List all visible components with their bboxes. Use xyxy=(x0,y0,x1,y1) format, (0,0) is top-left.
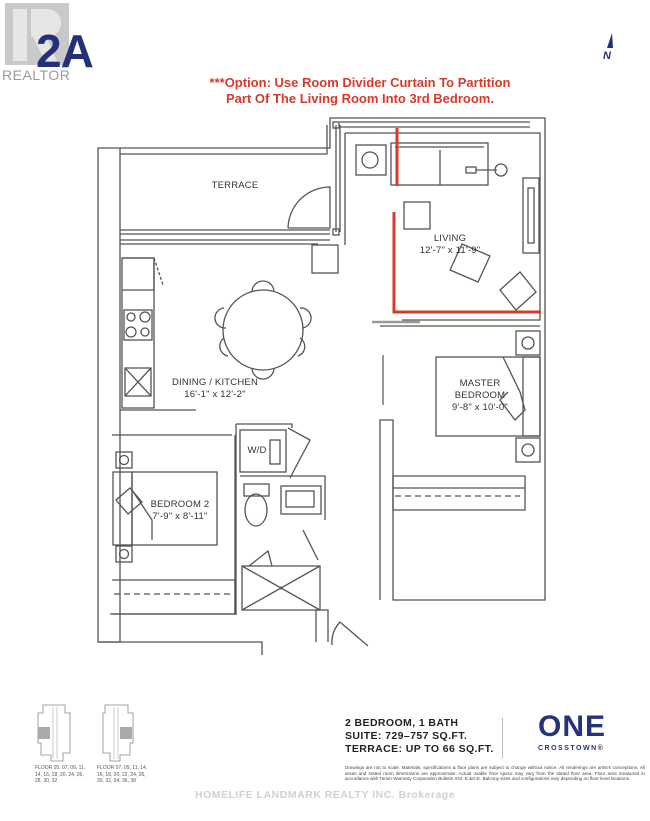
disclaimer: Drawings are not to scale. Materials, sp… xyxy=(345,765,645,781)
realtor-logo-text: REALTOR xyxy=(2,67,71,83)
option-note-line2: Part Of The Living Room Into 3rd Bedroom… xyxy=(226,91,494,106)
brokerage-watermark: HOMELIFE LANDMARK REALTY INC. Brokerage xyxy=(195,789,456,801)
room-label-bedroom-2: BEDROOM 2 7'-9" x 8'-11" xyxy=(140,499,220,523)
room-label-dining-kitchen: DINING / KITCHEN 16'-1" x 12'-2" xyxy=(160,377,270,401)
key-plan-2-icon xyxy=(102,704,134,762)
outer-wall-west xyxy=(97,147,121,643)
room-label-living: LIVING 12'-7" x 11'-9" xyxy=(400,233,500,257)
master-bedroom-name-1: MASTER xyxy=(459,378,501,389)
key-plan-2 xyxy=(100,703,140,763)
room-label-laundry: W/D xyxy=(247,445,267,456)
key-plan-1-caption: FLOOR 05, 07, 09, 11, 14, 16, 18, 20, 24… xyxy=(35,765,86,784)
summary-suite-area: SUITE: 729–757 SQ.FT. xyxy=(345,730,468,742)
key-plan-1-icon xyxy=(37,704,71,762)
summary-bed-bath: 2 BEDROOM, 1 BATH xyxy=(345,717,459,729)
realtor-logo: REALTOR xyxy=(0,0,70,85)
dining-kitchen-dims: 16'-1" x 12'-2" xyxy=(184,389,246,400)
brand-logo-one: ONE xyxy=(538,710,607,743)
unit-summary: 2 BEDROOM, 1 BATH SUITE: 729–757 SQ.FT. … xyxy=(345,717,494,756)
living-name: LIVING xyxy=(433,233,467,244)
room-label-terrace: TERRACE xyxy=(211,180,259,191)
option-note-line1: ***Option: Use Room Divider Curtain To P… xyxy=(209,75,511,90)
dining-kitchen-name: DINING / KITCHEN xyxy=(171,377,259,388)
master-bedroom-name-2: BEDROOM xyxy=(454,390,506,401)
north-arrow-icon xyxy=(607,33,613,48)
summary-divider xyxy=(502,718,503,758)
bedroom2-dims: 7'-9" x 8'-11" xyxy=(152,511,208,522)
unit-code: 2A xyxy=(36,25,94,77)
divider-curtain-line xyxy=(392,128,541,314)
master-bedroom-dims: 9'-8" x 10'-0" xyxy=(452,402,508,413)
summary-terrace-area: TERRACE: UP TO 66 SQ.FT. xyxy=(345,743,494,755)
living-dims: 12'-7" x 11'-9" xyxy=(419,245,481,256)
key-plan-2-caption: FLOOR 07, 09, 11, 14, 16, 18, 20, 22, 24… xyxy=(97,765,148,784)
realtor-logo-mark xyxy=(5,3,69,65)
north-label: N xyxy=(603,50,611,62)
key-plan-1 xyxy=(35,703,75,763)
bedroom2-name: BEDROOM 2 xyxy=(150,499,210,510)
room-label-master-bedroom: MASTER BEDROOM 9'-8" x 10'-0" xyxy=(440,378,520,414)
option-note: ***Option: Use Room Divider Curtain To P… xyxy=(150,75,570,107)
brand-logo-crosstown: CROSSTOWN® xyxy=(538,745,605,752)
floor-plan xyxy=(97,117,546,655)
north-arrow: N xyxy=(600,32,620,64)
